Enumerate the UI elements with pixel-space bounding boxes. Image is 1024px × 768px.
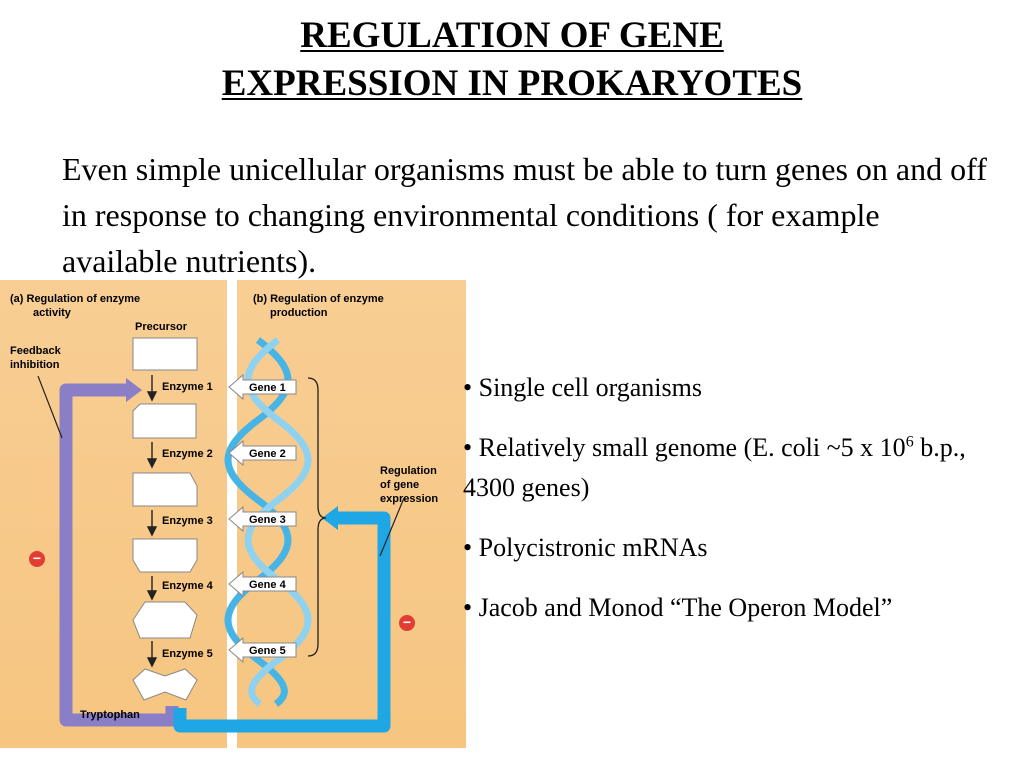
regulation-leader-line	[379, 497, 405, 557]
bullet-genome-text: • Relatively small genome (E. coli ~5 x …	[463, 433, 906, 462]
gene-label-4: Gene 4	[249, 579, 287, 591]
gene-arrow-2: Gene 2	[228, 439, 297, 467]
inhibition-badge-b: −	[399, 614, 415, 631]
pathway-step-arrows	[146, 375, 158, 668]
dna-strand-1	[224, 337, 292, 707]
gene-arrow-5: Gene 5	[228, 636, 297, 664]
gene-label-1: Gene 1	[249, 382, 286, 394]
bullet-item: • Single cell organisms	[463, 373, 702, 402]
gene-label-2: Gene 2	[249, 448, 286, 460]
feedback-label-1: Feedback	[10, 345, 62, 357]
intermediate-4	[132, 601, 198, 639]
gene-label-5: Gene 5	[249, 645, 286, 657]
gene-bracket	[307, 377, 327, 657]
bullet-item: • Polycistronic mRNAs	[463, 533, 708, 562]
panel-b-label-2: production	[270, 307, 328, 319]
feedback-leader-line	[37, 375, 63, 439]
intermediate-2	[132, 472, 198, 507]
gene-regulation-figure: (a) Regulation of enzyme activity (b) Re…	[0, 280, 466, 748]
feedback-label-2: inhibition	[10, 359, 60, 371]
panel-a-label-2: activity	[33, 307, 72, 319]
intermediate-3	[132, 538, 198, 573]
bullet-list: • Single cell organisms • Relatively sma…	[463, 368, 1011, 648]
precursor-box	[132, 337, 198, 371]
slide-title: REGULATION OF GENE EXPRESSION IN PROKARY…	[0, 12, 1024, 108]
regulation-label-2: of gene	[380, 479, 419, 491]
regulation-arrow	[173, 511, 391, 733]
title-line-2: EXPRESSION IN PROKARYOTES	[221, 63, 803, 104]
minus-a: −	[33, 550, 41, 566]
gene-arrow-3: Gene 3	[228, 505, 297, 533]
regulation-arrow-head	[322, 506, 338, 530]
regulation-label-1: Regulation	[380, 465, 437, 477]
panel-b-label-1: (b) Regulation of enzyme	[253, 293, 384, 305]
gene-arrow-4: Gene 4	[228, 570, 297, 598]
gene-arrow-1: Gene 1	[228, 373, 297, 401]
enzyme-label-4: Enzyme 4	[162, 580, 214, 592]
dna-strand-2	[244, 337, 312, 707]
feedback-arrow-head	[126, 378, 142, 402]
regulation-label-3: expression	[380, 493, 438, 505]
inhibition-badge-a: −	[29, 550, 45, 567]
feedback-arrow	[59, 383, 179, 727]
enzyme-label-1: Enzyme 1	[162, 381, 213, 393]
tryptophan-shape	[132, 668, 198, 701]
bullet-item: • Jacob and Monod “The Operon Model”	[463, 593, 893, 622]
bullet-item-genome: • Relatively small genome (E. coli ~5 x …	[463, 428, 1011, 508]
enzyme-label-5: Enzyme 5	[162, 648, 213, 660]
precursor-label: Precursor	[135, 321, 188, 333]
minus-b: −	[403, 614, 411, 630]
title-line-1: REGULATION OF GENE	[300, 15, 724, 56]
bullet-genome-exponent: 6	[905, 433, 914, 451]
gene-label-3: Gene 3	[249, 514, 286, 526]
intermediate-1	[132, 403, 197, 439]
panel-a-label-1: (a) Regulation of enzyme	[10, 293, 140, 305]
tryptophan-label: Tryptophan	[80, 709, 140, 721]
intro-paragraph: Even simple unicellular organisms must b…	[62, 151, 987, 279]
enzyme-label-3: Enzyme 3	[162, 515, 213, 527]
enzyme-label-2: Enzyme 2	[162, 448, 213, 460]
bullet-genome-text-end: b.p., 4300 genes)	[463, 433, 966, 502]
